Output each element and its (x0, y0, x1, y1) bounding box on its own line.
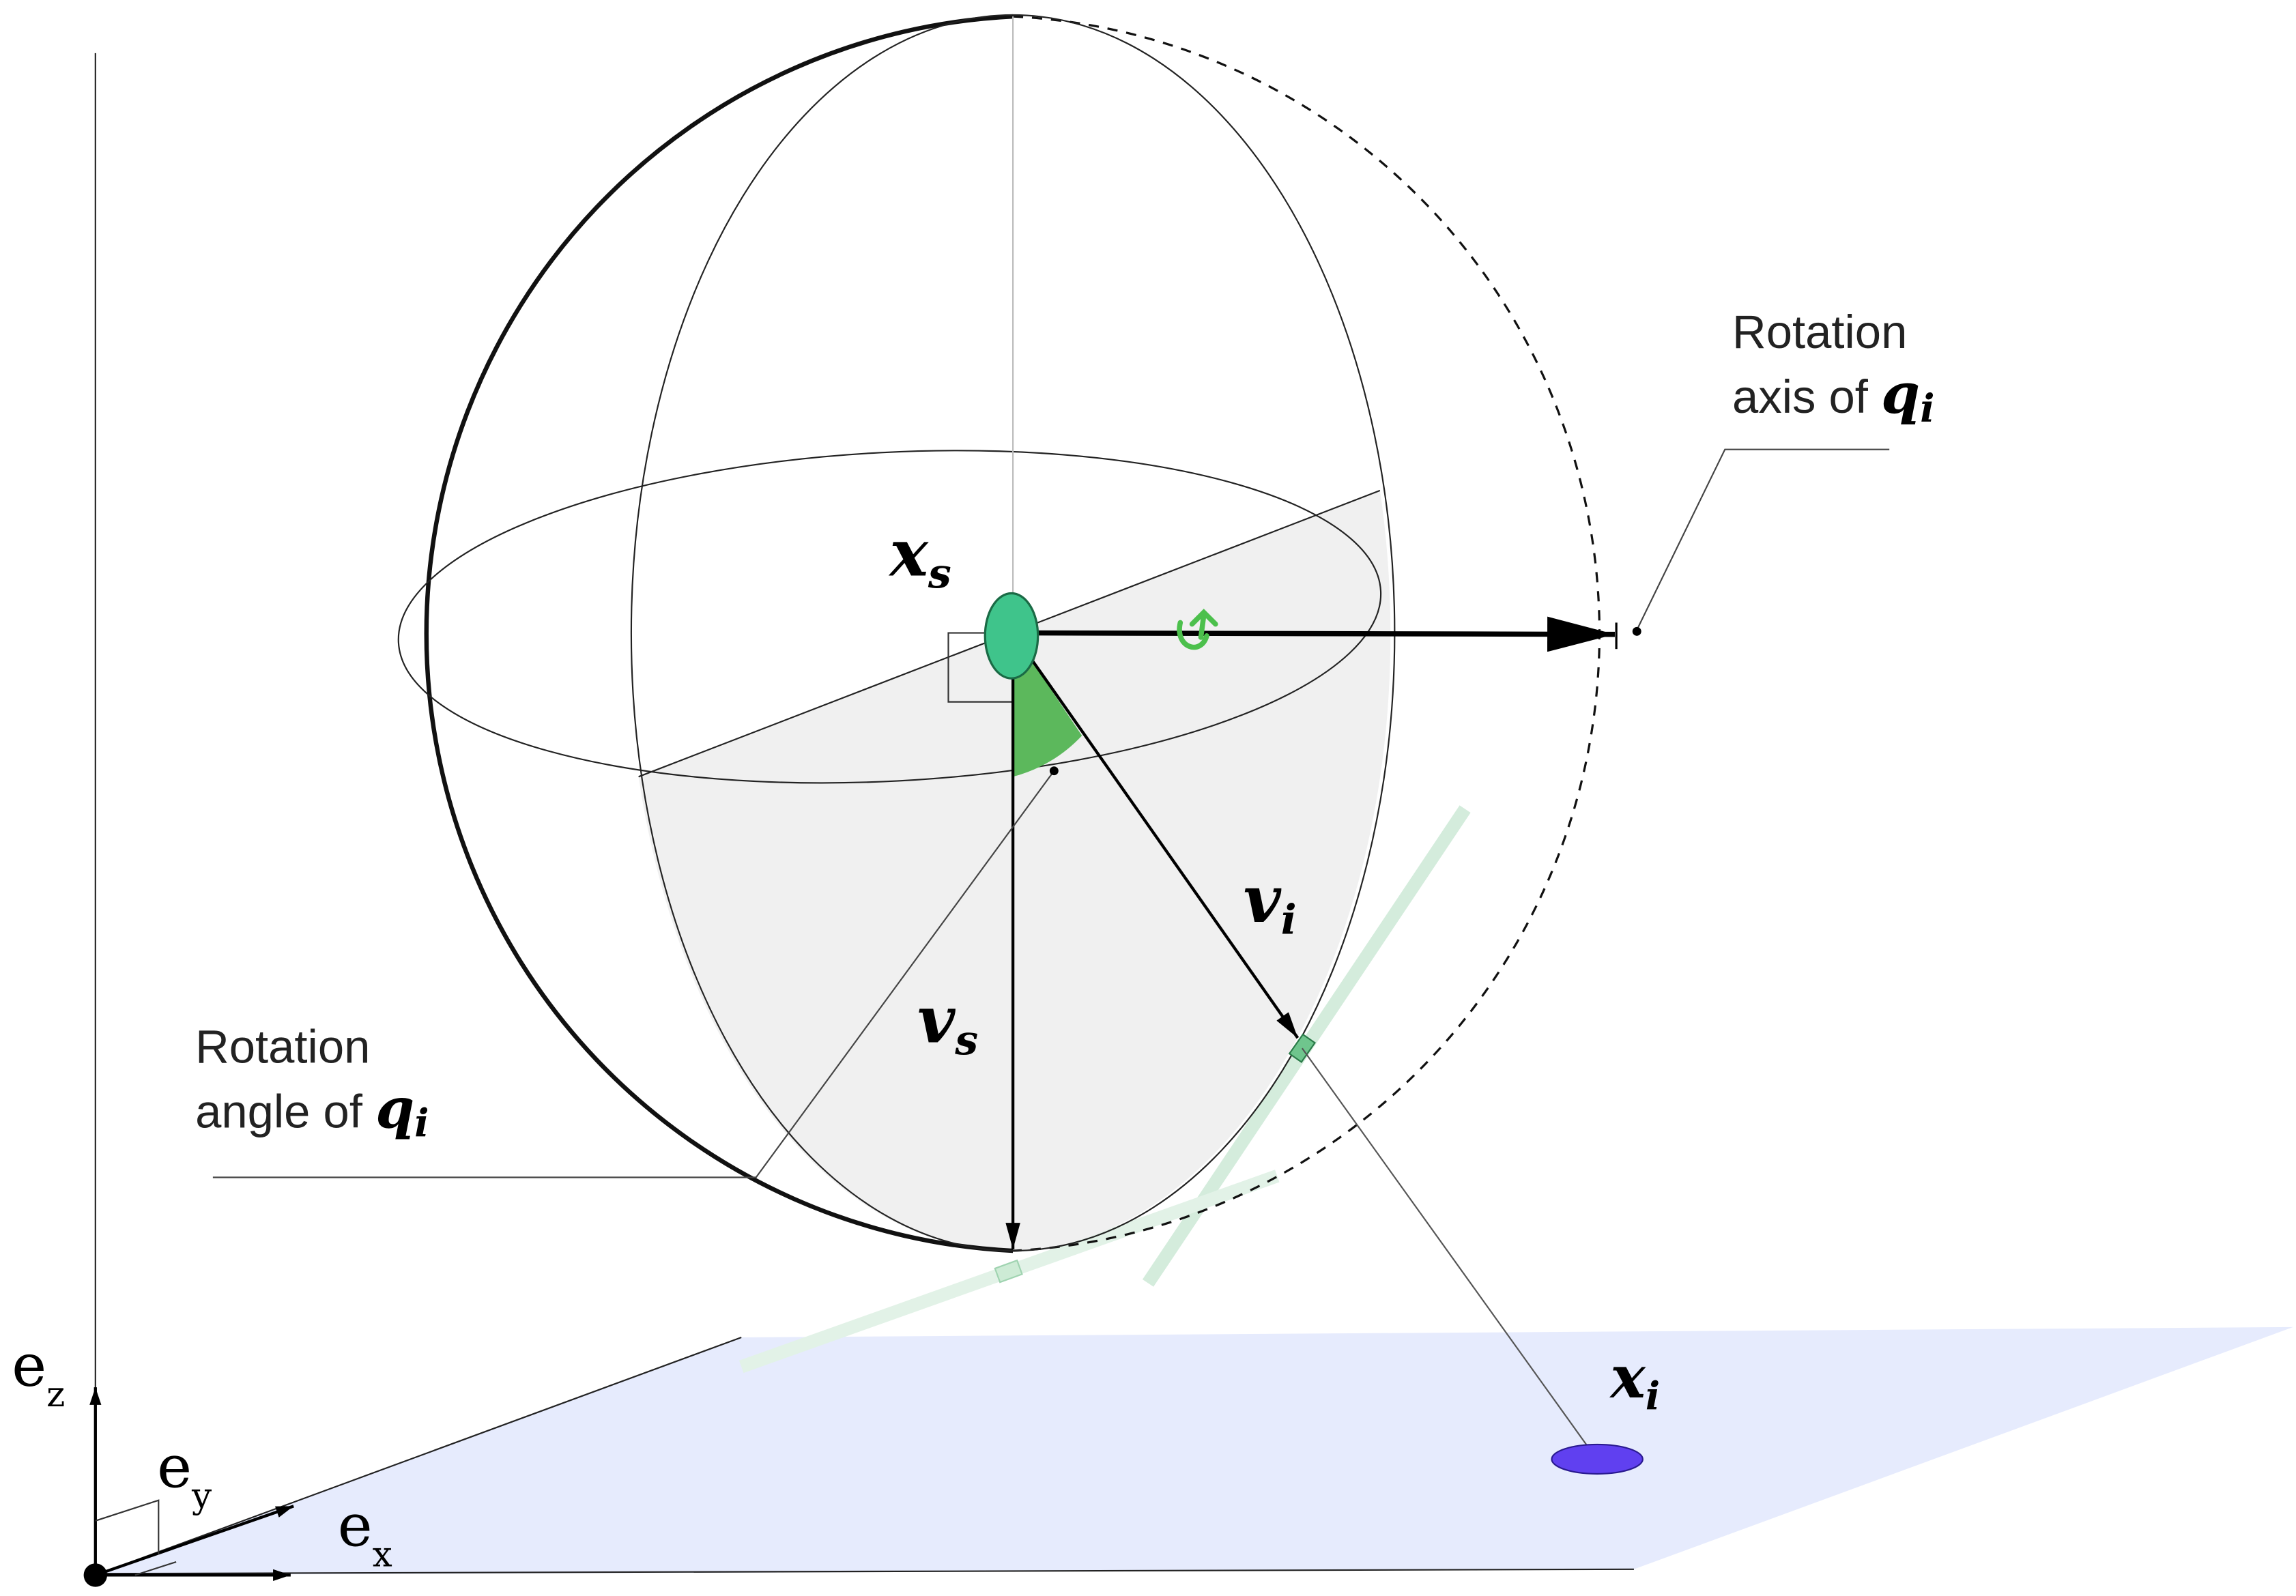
shaded-sector (638, 490, 1391, 1251)
rotation-angle-label-line2: angle of (195, 1085, 375, 1137)
ex-label-sub: x (373, 1534, 392, 1575)
xi-label-main: x (1609, 1343, 1647, 1412)
ghost-marker-bottom (994, 1259, 1023, 1283)
frame-small-corner-marker (134, 1561, 177, 1576)
vi-label-sub: i (1281, 895, 1297, 944)
xi-label-sub: i (1646, 1374, 1660, 1419)
rotation-arrow-icon (1177, 609, 1218, 650)
frame-right-angle-marker (95, 1499, 160, 1555)
ground-plane-back-edge (95, 1336, 742, 1576)
rotation-axis-label-line1: Rotation (1732, 306, 1907, 358)
xs-label: xs (888, 516, 951, 598)
vi-vector (1011, 632, 1300, 1039)
ground-plane-front-edge (95, 1568, 1634, 1575)
ex-label-main: e (338, 1492, 373, 1560)
vi-label: vi (1244, 862, 1297, 944)
ey-vector (95, 1505, 294, 1577)
xi-label: xi (1609, 1343, 1661, 1419)
projection-line (1301, 1047, 1596, 1458)
rotation-angle-callout-line (212, 770, 1055, 1178)
rotation-axis-q-subscript: i (1920, 386, 1934, 431)
rotation-axis-vector (1013, 616, 1615, 652)
rotation-axis-callout-line (1636, 448, 1890, 630)
rotation-angle-callout-dot (1049, 766, 1059, 776)
center-marker-xs (984, 592, 1039, 680)
xs-label-main: x (888, 516, 929, 592)
origin-point (83, 1563, 108, 1587)
ground-plane (95, 1326, 2293, 1576)
rotation-angle-label: Rotation angle of qi (195, 1021, 429, 1146)
ez-label: ez (12, 1332, 65, 1415)
rotation-axis-label: Rotation axis of qi (1732, 306, 1934, 431)
rotation-angle-q-symbol: q (375, 1075, 414, 1141)
ey-label: ey (157, 1433, 212, 1516)
ez-label-sub: z (46, 1374, 65, 1415)
rotation-axis-label-line2: axis of (1732, 371, 1881, 423)
rotation-angle-q-subscript: i (414, 1101, 429, 1146)
xs-label-sub: s (928, 549, 951, 598)
vi-label-main: v (1244, 862, 1282, 938)
rotation-angle-wedge (1013, 633, 1082, 777)
rotation-angle-label-line1: Rotation (195, 1021, 370, 1073)
ez-label-main: e (12, 1332, 46, 1400)
rotation-axis-q-symbol: q (1881, 361, 1920, 426)
equator-ellipse (397, 450, 1382, 784)
sphere-front-outline (424, 14, 1014, 1253)
ex-label: ex (338, 1492, 392, 1575)
vs-label-main: v (917, 983, 956, 1058)
target-point-xi (1551, 1443, 1644, 1475)
rotation-axis-callout-dot (1632, 626, 1641, 636)
vs-label: vs (917, 983, 978, 1064)
ey-label-sub: y (191, 1475, 212, 1516)
ey-label-main: e (157, 1433, 192, 1501)
vs-label-sub: s (954, 1016, 978, 1064)
right-angle-marker (947, 632, 1014, 703)
